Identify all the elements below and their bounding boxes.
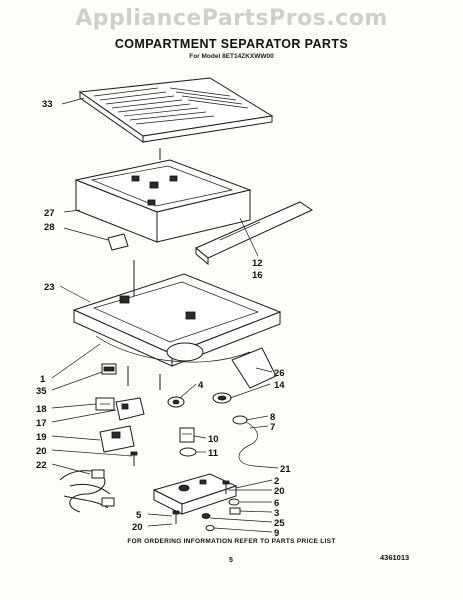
- watermark: AppliancePartsPros.com: [75, 6, 388, 31]
- callout-22: 22: [36, 460, 47, 471]
- callout-28: 28: [44, 222, 55, 233]
- part-27-separator-frame: [74, 148, 252, 243]
- callout-21: 21: [280, 464, 291, 475]
- callout-19: 19: [36, 432, 47, 443]
- part-18-connector: [95, 397, 115, 411]
- callout-10: 10: [208, 434, 219, 445]
- callout-20-lower: 20: [132, 522, 143, 533]
- callout-6: 6: [274, 498, 279, 509]
- screw-parts: [130, 451, 241, 531]
- callout-2: 2: [274, 476, 279, 487]
- callout-17: 17: [36, 418, 47, 429]
- part-14-grommet: [212, 392, 232, 404]
- part-10-thermostat: [179, 427, 195, 443]
- callout-26: 26: [274, 368, 285, 379]
- callout-9: 9: [274, 528, 279, 539]
- part-19-bracket: [99, 425, 135, 453]
- leader-lines: [51, 97, 279, 533]
- part-12-16-bar: [195, 201, 314, 266]
- part-35-clip: [101, 363, 117, 375]
- callout-8: 8: [270, 412, 275, 423]
- diagram-title: COMPARTMENT SEPARATOR PARTS: [114, 37, 349, 51]
- part-22-wiring-harness: [59, 469, 115, 513]
- part-2-housing: [152, 473, 238, 515]
- callout-7: 7: [270, 422, 275, 433]
- callout-20-right: 20: [274, 486, 285, 497]
- part-23-tray: [72, 260, 282, 390]
- callout-35: 35: [36, 386, 47, 397]
- part-4-grommet: [167, 396, 185, 408]
- document-number: 4361013: [380, 553, 410, 562]
- ordering-note: FOR ORDERING INFORMATION REFER TO PARTS …: [127, 538, 336, 545]
- part-28-pad: [107, 233, 129, 251]
- callout-14: 14: [274, 380, 285, 391]
- callout-3: 3: [274, 508, 279, 519]
- page-number: 5: [229, 557, 233, 564]
- callout-27: 27: [44, 208, 55, 219]
- part-26-insulation: [231, 347, 277, 389]
- callout-18: 18: [36, 404, 47, 415]
- callout-1: 1: [40, 374, 46, 385]
- callout-33: 33: [42, 99, 53, 110]
- callout-12: 12: [252, 258, 263, 269]
- callout-5: 5: [136, 510, 142, 521]
- callout-11: 11: [208, 448, 219, 459]
- model-subtitle: For Model 8ET14ZKXWW00: [189, 53, 274, 60]
- part-8-7-sensor: [232, 415, 258, 467]
- callout-25: 25: [274, 518, 285, 529]
- part-17-housing: [115, 397, 145, 421]
- callout-16: 16: [252, 270, 263, 281]
- callout-23: 23: [44, 282, 55, 293]
- callout-4: 4: [198, 380, 204, 391]
- part-33-grille: [78, 77, 274, 143]
- part-11-washer: [179, 447, 197, 457]
- callout-20-upper: 20: [36, 446, 47, 457]
